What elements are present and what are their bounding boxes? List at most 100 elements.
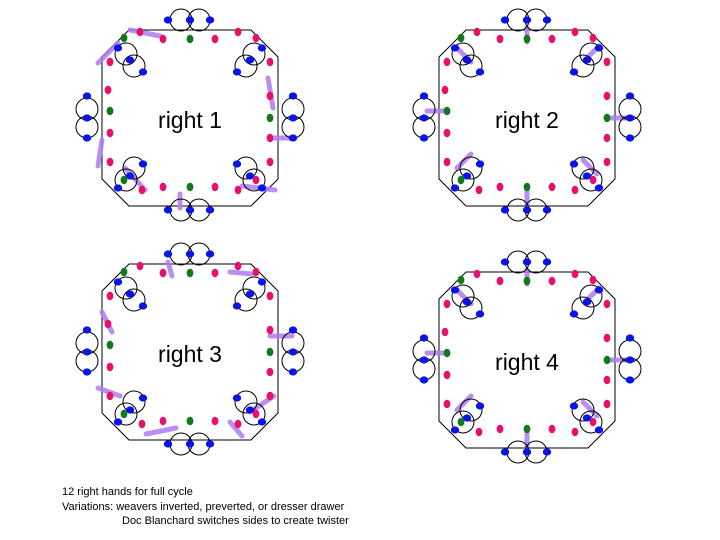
pink-dancer xyxy=(104,85,112,95)
blue-dancer xyxy=(113,278,123,286)
couple-loop xyxy=(571,156,595,180)
pink-dancer xyxy=(234,419,242,429)
blue-dancer xyxy=(625,356,635,364)
blue-dancer xyxy=(569,68,579,76)
blue-dancer xyxy=(125,406,135,414)
green-dancer xyxy=(120,267,128,277)
blue-dancer xyxy=(257,44,267,52)
blue-dancer xyxy=(450,184,460,192)
couple-loop xyxy=(451,410,475,434)
diagram-label: right 3 xyxy=(158,341,222,367)
pink-dancer xyxy=(266,157,274,167)
blue-dancer xyxy=(113,418,123,426)
pink-dancer xyxy=(589,33,597,43)
pink-dancer xyxy=(106,157,114,167)
diagram-right-2: right 2 xyxy=(412,8,642,222)
couple-loop xyxy=(242,276,266,300)
pink-dancer xyxy=(475,185,483,195)
green-dancer xyxy=(603,113,611,123)
blue-dancer xyxy=(500,258,510,266)
blue-dancer xyxy=(522,16,532,24)
couple-loop xyxy=(459,156,483,180)
couple-loop xyxy=(242,402,266,426)
pink-dancer xyxy=(443,57,451,67)
blue-dancer xyxy=(163,16,173,24)
green-dancer xyxy=(120,33,128,43)
couple-loop xyxy=(579,168,603,192)
pink-dancer xyxy=(106,291,114,301)
blue-dancer xyxy=(232,302,242,310)
couple-loop xyxy=(579,410,603,434)
blue-dancer xyxy=(419,376,429,384)
blue-dancer xyxy=(205,206,215,214)
pink-dancer xyxy=(266,325,274,335)
pink-dancer xyxy=(443,370,451,380)
couple-loop xyxy=(571,54,595,78)
pink-dancer xyxy=(475,427,483,437)
pink-dancer xyxy=(266,133,274,143)
couple-loop xyxy=(122,156,146,180)
pink-dancer xyxy=(211,182,219,192)
green-dancer xyxy=(186,182,194,192)
hand-link xyxy=(127,27,163,39)
pink-dancer xyxy=(443,128,451,138)
note-line-2: Variations: weavers inverted, preverted,… xyxy=(62,500,345,513)
couple-loop xyxy=(114,402,138,426)
pink-dancer xyxy=(106,128,114,138)
pink-dancer xyxy=(571,27,579,37)
pink-dancer xyxy=(252,175,260,185)
blue-dancer xyxy=(594,426,604,434)
blue-dancer xyxy=(475,160,485,168)
blue-dancer xyxy=(232,394,242,402)
green-dancer xyxy=(186,268,194,278)
pink-dancer xyxy=(234,261,242,271)
blue-dancer xyxy=(82,114,92,122)
blue-dancer xyxy=(542,16,552,24)
blue-dancer xyxy=(185,16,195,24)
diagram-label: right 1 xyxy=(158,107,222,133)
pink-dancer xyxy=(211,34,219,44)
blue-dancer xyxy=(257,184,267,192)
pink-dancer xyxy=(496,34,504,44)
pink-dancer xyxy=(159,34,167,44)
blue-dancer xyxy=(205,440,215,448)
green-dancer xyxy=(523,34,531,44)
pink-dancer xyxy=(252,409,260,419)
hand-link xyxy=(143,425,179,437)
blue-dancer xyxy=(419,92,429,100)
blue-dancer xyxy=(288,134,298,142)
pink-dancer xyxy=(496,424,504,434)
blue-dancer xyxy=(625,114,635,122)
blue-dancer xyxy=(625,134,635,142)
green-dancer xyxy=(523,424,531,434)
blue-dancer xyxy=(245,172,255,180)
green-dancer xyxy=(186,416,194,426)
couple-loop xyxy=(451,284,475,308)
blue-dancer xyxy=(113,44,123,52)
blue-dancer xyxy=(625,376,635,384)
pink-dancer xyxy=(104,319,112,329)
hand-link xyxy=(95,137,105,169)
blue-dancer xyxy=(138,68,148,76)
blue-dancer xyxy=(82,326,92,334)
pink-dancer xyxy=(603,91,611,101)
couple-loop xyxy=(451,168,475,192)
green-dancer xyxy=(106,106,114,116)
blue-dancer xyxy=(450,44,460,52)
caption-notes: 12 right hands for full cycle Variations… xyxy=(62,485,349,529)
couple-loop xyxy=(459,398,483,422)
octagon-floor xyxy=(101,29,279,207)
blue-dancer xyxy=(288,348,298,356)
pink-dancer xyxy=(603,157,611,167)
blue-dancer xyxy=(522,206,532,214)
green-dancer xyxy=(457,417,465,427)
pink-dancer xyxy=(603,133,611,143)
green-dancer xyxy=(186,34,194,44)
blue-dancer xyxy=(462,56,472,64)
pink-dancer xyxy=(266,57,274,67)
hand-link xyxy=(454,393,474,413)
hand-link xyxy=(227,269,255,277)
blue-dancer xyxy=(462,414,472,422)
diagram-label: right 2 xyxy=(495,107,559,133)
